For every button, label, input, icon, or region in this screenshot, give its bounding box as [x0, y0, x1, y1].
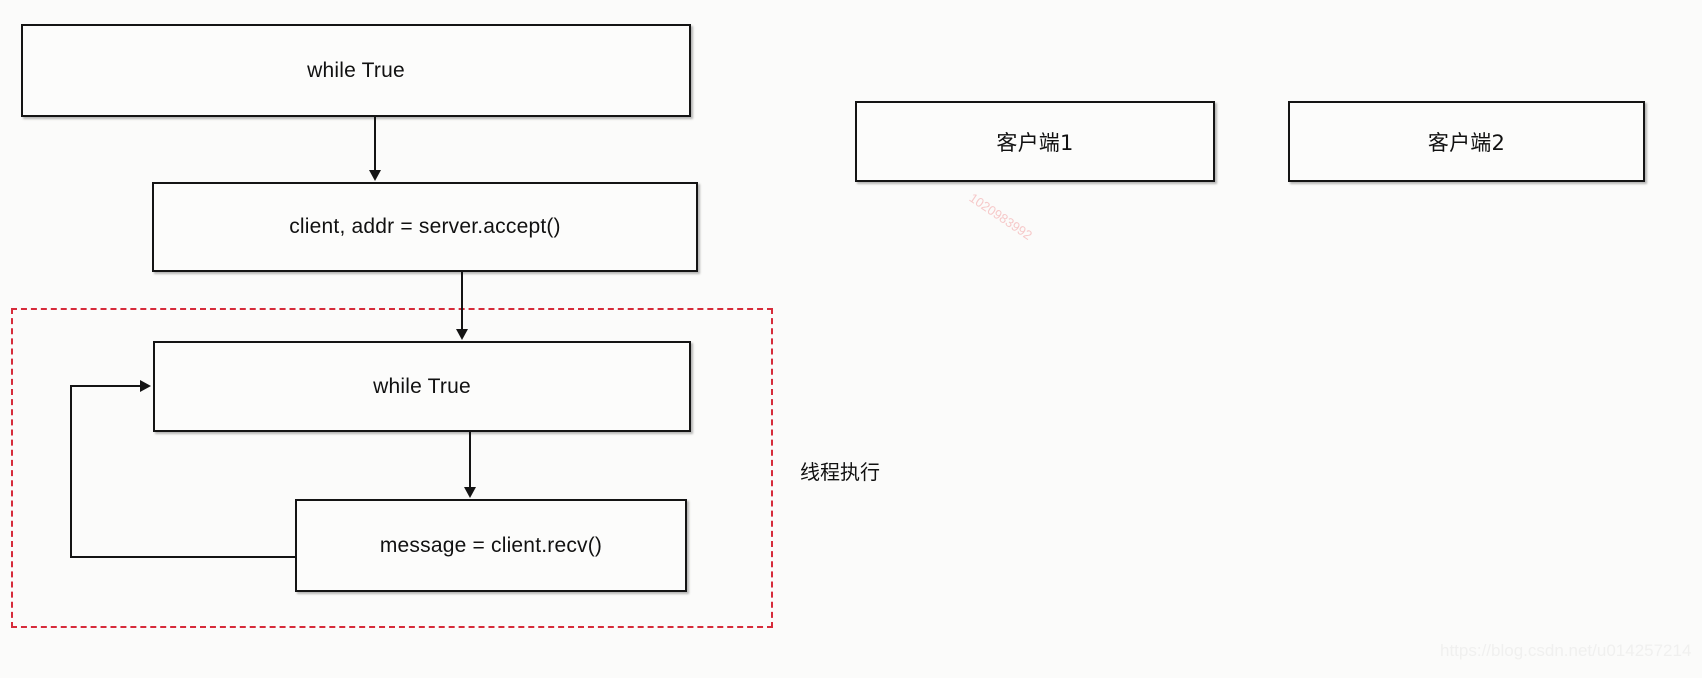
edge-loopback-top [70, 385, 142, 387]
node-inner-while[interactable]: while True [153, 341, 691, 432]
arrowhead-right-icon [140, 380, 151, 392]
watermark-url: https://blog.csdn.net/u014257214 [1440, 641, 1692, 660]
node-client-2[interactable]: 客户端2 [1288, 101, 1645, 182]
node-outer-while[interactable]: while True [21, 24, 691, 117]
edge-accept-to-inner-while [461, 272, 463, 330]
edge-loopback-bottom [70, 556, 297, 558]
edge-loopback-left [70, 385, 72, 558]
arrowhead-down-icon [369, 170, 381, 181]
node-client-1-label: 客户端1 [996, 130, 1074, 155]
arrowhead-down-icon [456, 329, 468, 340]
node-server-accept-label: client, addr = server.accept() [289, 215, 561, 238]
edge-inner-while-to-recv [469, 432, 471, 488]
edge-outer-while-to-accept [374, 117, 376, 171]
node-client-recv[interactable]: message = client.recv() [295, 499, 687, 592]
node-outer-while-label: while True [307, 58, 405, 82]
node-client-2-label: 客户端2 [1427, 130, 1506, 155]
thread-execution-group [11, 308, 773, 628]
node-client-1[interactable]: 客户端1 [855, 101, 1215, 182]
node-server-accept[interactable]: client, addr = server.accept() [152, 182, 698, 272]
node-inner-while-label: while True [373, 374, 471, 398]
watermark-id: 1020983992 [966, 190, 1035, 243]
node-client-recv-label: message = client.recv() [379, 533, 603, 557]
thread-execution-label: 线程执行 [800, 460, 880, 484]
arrowhead-down-icon [464, 487, 476, 498]
